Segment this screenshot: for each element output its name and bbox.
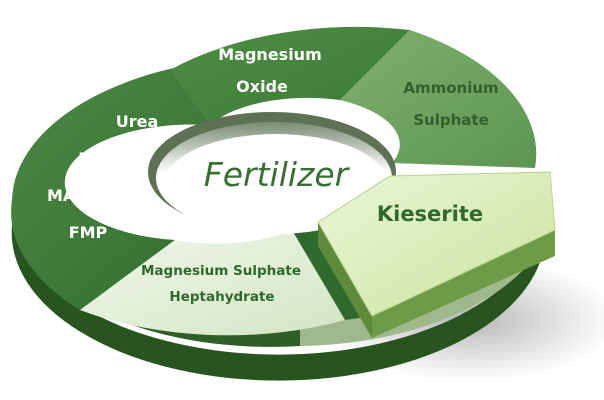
label-heptahydrate-line1: Magnesium Sulphate	[141, 263, 301, 279]
label-dap: DAP	[78, 149, 116, 168]
label-ammonium-sulphate-line2: Sulphate	[413, 111, 489, 129]
label-fmp: FMP	[69, 223, 108, 242]
segment-ammonium-sulphate	[340, 30, 537, 168]
segment-kieserite	[317, 171, 556, 338]
label-kieserite: Kieserite	[377, 202, 483, 226]
label-map: MAP	[47, 186, 87, 205]
center-label: Fertilizer	[204, 155, 351, 194]
label-magnesium-oxide-line1: Magnesium	[218, 45, 321, 64]
label-ammonium-sulphate-line1: Ammonium	[403, 79, 498, 97]
label-urea: Urea	[116, 112, 159, 131]
label-magnesium-oxide-line2: Oxide	[236, 77, 288, 96]
ring-hole	[148, 112, 396, 234]
label-heptahydrate-line2: Heptahydrate	[169, 289, 274, 305]
segment-magnesium-sulphate-heptahydrate	[80, 230, 345, 336]
segment-magnesium-oxide	[170, 26, 410, 125]
